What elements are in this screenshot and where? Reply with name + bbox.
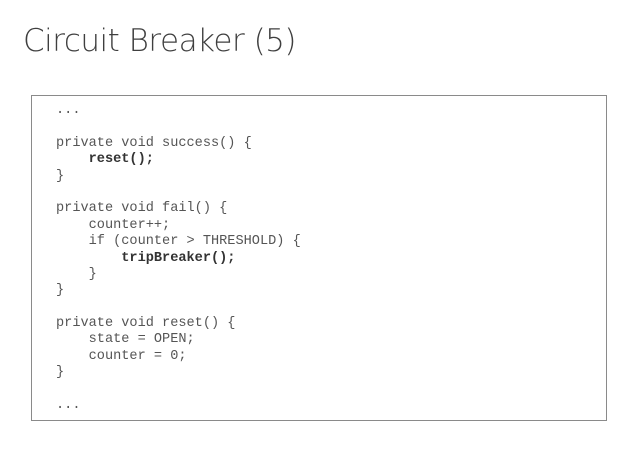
code-line: ... [56, 398, 81, 414]
code-line: state = OPEN; [56, 332, 195, 348]
code-line: } [56, 365, 65, 381]
code-listing: ... private void success() { reset();} pri… [56, 103, 301, 414]
code-line [56, 300, 301, 316]
code-line: if (counter > THRESHOLD) { [56, 234, 301, 250]
code-line: } [56, 283, 65, 299]
code-line [56, 119, 301, 135]
code-line: ... [56, 103, 81, 118]
code-line: private void reset() { [56, 316, 236, 332]
code-line: counter++; [56, 217, 171, 233]
code-line [56, 185, 301, 201]
slide-title: Circuit Breaker (5) [23, 23, 297, 59]
code-block: ... private void success() { reset();} pri… [31, 95, 607, 421]
code-line-highlight: tripBreaker(); [56, 250, 236, 266]
code-line: counter = 0; [56, 348, 187, 364]
code-line: } [56, 168, 65, 184]
code-line: private void success() { [56, 135, 252, 151]
code-line: private void fail() { [56, 201, 228, 217]
code-line [56, 382, 301, 398]
code-line-highlight: reset(); [56, 152, 154, 168]
code-line: } [56, 266, 97, 282]
